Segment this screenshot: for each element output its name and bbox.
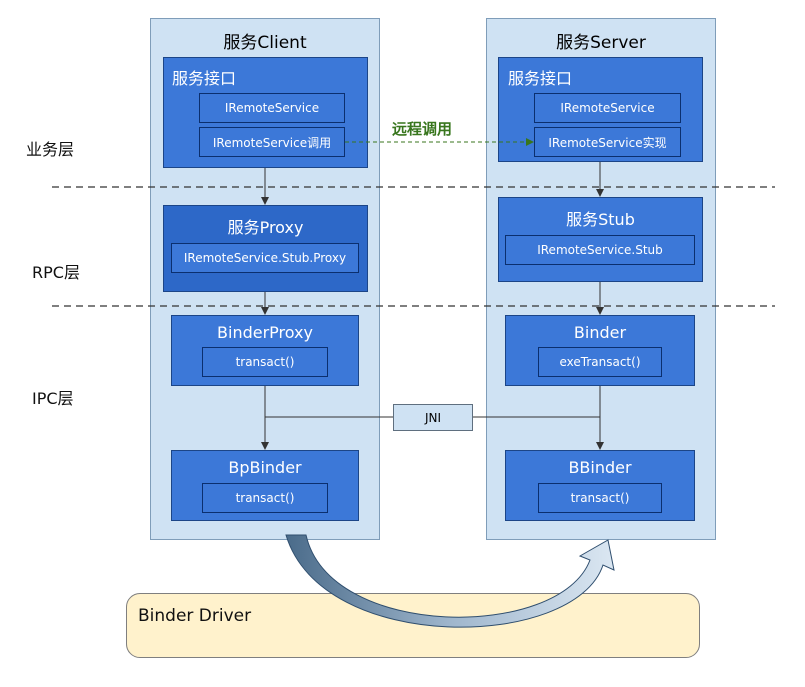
server-title: 服务Server — [556, 33, 646, 53]
layer-label-ipc: IPC层 — [32, 389, 74, 408]
client-bpbinder-transact-item: transact() — [202, 483, 328, 513]
binder-driver-box — [126, 593, 700, 658]
server-bbinder-transact-item: transact() — [538, 483, 662, 513]
client-bpbinder-title: BpBinder — [228, 458, 302, 477]
server-stub-item: IRemoteService.Stub — [505, 235, 695, 265]
server-iremoteservice-item: IRemoteService — [534, 93, 681, 123]
server-binder-title: Binder — [573, 323, 627, 342]
client-interface-title: 服务接口 — [172, 69, 237, 88]
client-title: 服务Client — [223, 33, 307, 53]
server-bbinder-title: BBinder — [568, 458, 632, 477]
client-proxy-title: 服务Proxy — [227, 218, 304, 237]
remote-call-label: 远程调用 — [392, 120, 453, 138]
server-stub-title: 服务Stub — [566, 210, 635, 229]
client-proxy-item: IRemoteService.Stub.Proxy — [171, 243, 359, 273]
client-binderproxy-transact-item: transact() — [202, 347, 328, 377]
layer-label-rpc: RPC层 — [32, 263, 80, 282]
binder-driver-label: Binder Driver — [138, 606, 252, 626]
server-binder-exetransact-item: exeTransact() — [538, 347, 662, 377]
jni-box: JNI — [393, 404, 473, 431]
server-interface-title: 服务接口 — [508, 69, 573, 88]
driver-curved-arrow — [285, 534, 615, 628]
client-iremoteservice-item: IRemoteService — [199, 93, 345, 123]
client-binderproxy-title: BinderProxy — [217, 323, 313, 342]
layer-label-business: 业务层 — [26, 140, 75, 159]
client-iremoteservice-call-item: IRemoteService调用 — [199, 127, 345, 157]
server-iremoteservice-impl-item: IRemoteService实现 — [534, 127, 681, 157]
